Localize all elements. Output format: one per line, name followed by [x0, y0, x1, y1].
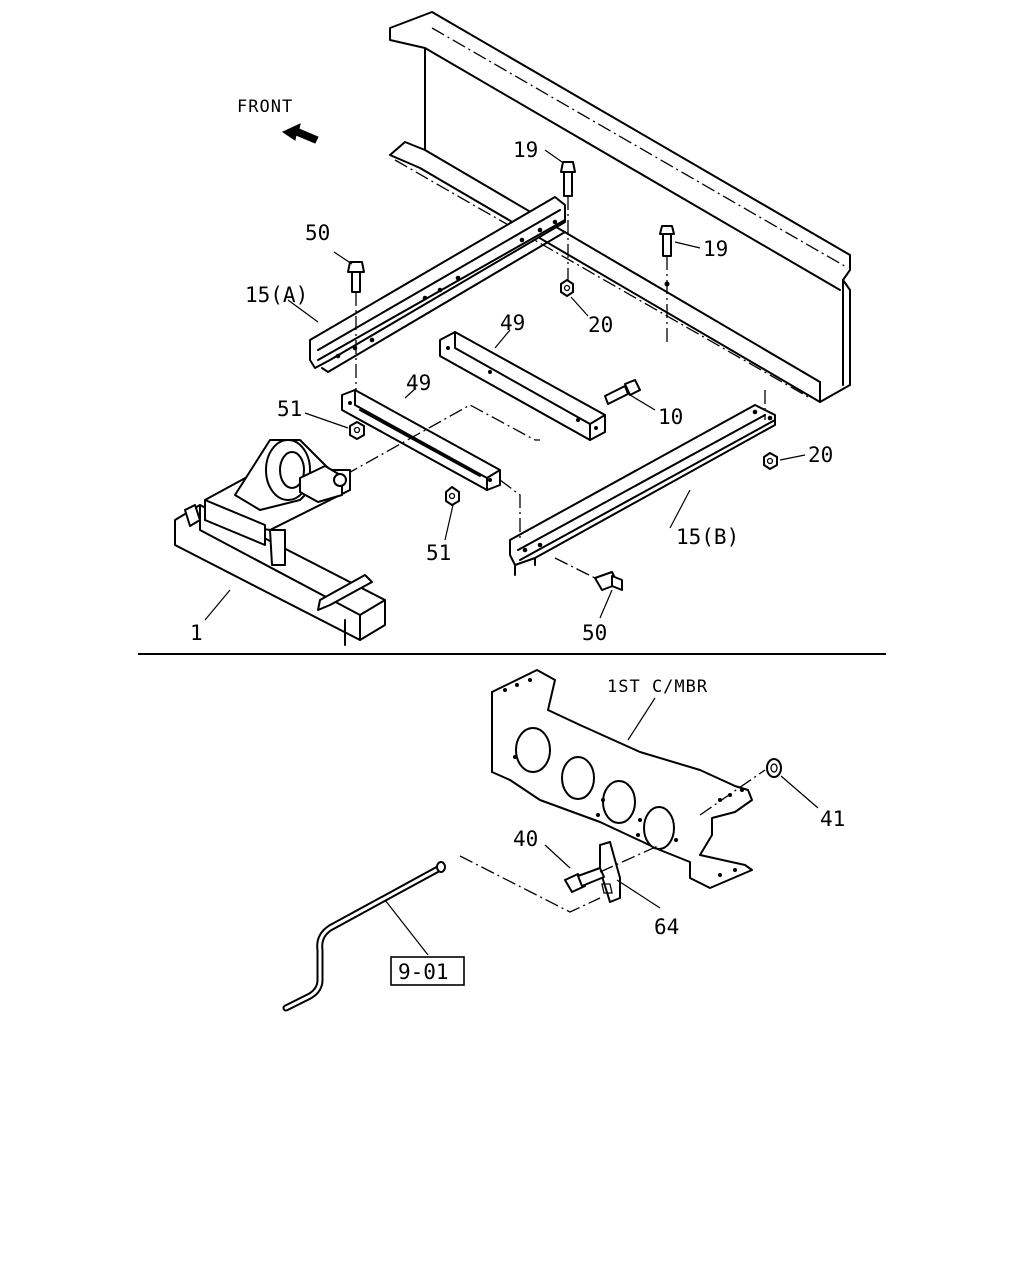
spacer-49-upper — [439, 331, 606, 441]
callout-51-lower: 51 — [426, 541, 451, 565]
nut-20-upper — [560, 279, 574, 297]
bottom-leaders — [384, 697, 819, 956]
callout-50-lower: 50 — [582, 621, 607, 645]
nut-20-lower — [763, 452, 778, 470]
front-arrow-icon — [281, 123, 319, 144]
front-direction-indicator: FRONT — [237, 97, 319, 144]
callout-15a: 15(A) — [245, 283, 308, 307]
callout-40: 40 — [513, 827, 538, 851]
callout-64: 64 — [654, 915, 679, 939]
spacer-49-lower — [341, 389, 521, 540]
callout-49-lower: 49 — [406, 371, 431, 395]
bracket-15a — [309, 196, 566, 373]
control-rod — [282, 855, 601, 1012]
winch-assembly — [174, 439, 386, 646]
top-leaders — [204, 149, 806, 621]
front-label: FRONT — [237, 97, 293, 117]
reference-box-label[interactable]: 9-01 — [398, 960, 449, 984]
callout-1: 1 — [190, 621, 203, 645]
callout-15b: 15(B) — [676, 525, 739, 549]
bracket-15b — [509, 390, 776, 576]
callout-19-right: 19 — [703, 237, 728, 261]
bolt-19-upper — [560, 161, 576, 280]
cross-member — [491, 669, 753, 889]
callout-41: 41 — [820, 807, 845, 831]
nut-51-upper — [349, 421, 365, 440]
callout-10: 10 — [658, 405, 683, 429]
washer-41 — [699, 758, 782, 816]
callout-51-upper: 51 — [277, 397, 302, 421]
bolt-10 — [604, 379, 641, 405]
frame-rail — [389, 11, 851, 403]
callout-19-upper: 19 — [513, 138, 538, 162]
callout-20-upper: 20 — [588, 313, 613, 337]
bolt-50-lower — [554, 557, 623, 591]
bolt-19-right — [659, 225, 675, 345]
callout-49-upper: 49 — [500, 311, 525, 335]
bolt-40 — [564, 844, 661, 893]
first-cross-member-label: 1ST C/MBR — [607, 677, 708, 697]
callout-50-upper: 50 — [305, 221, 330, 245]
bracket-64 — [599, 841, 621, 903]
reference-box[interactable]: 9-01 — [390, 956, 465, 986]
bolt-50-upper — [347, 261, 365, 400]
callout-20-lower: 20 — [808, 443, 833, 467]
nut-51-lower — [445, 486, 460, 506]
